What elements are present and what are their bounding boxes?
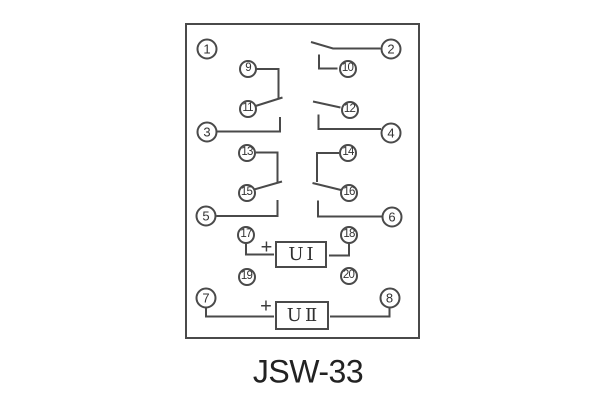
terminal-14: 14 xyxy=(339,144,357,162)
contact-group-9-11-3 xyxy=(217,68,283,133)
polarity-plus-u2: + xyxy=(260,295,272,318)
terminal-1: 1 xyxy=(196,38,218,60)
terminal-15: 15 xyxy=(237,183,256,202)
winding-label-u2: UⅡ xyxy=(286,305,321,326)
terminal-6: 6 xyxy=(381,206,403,227)
terminal-3: 3 xyxy=(196,121,218,142)
winding-box-u2: UⅡ xyxy=(275,301,329,330)
terminal-5: 5 xyxy=(195,205,217,227)
contact-group-13-15-5 xyxy=(216,151,283,217)
winding-box-u1: UⅠ xyxy=(275,241,327,268)
terminal-16: 16 xyxy=(340,184,358,202)
winding-u2-wires xyxy=(205,307,391,318)
contact-group-2-10 xyxy=(310,41,381,70)
terminal-2: 2 xyxy=(380,38,402,60)
contact-group-14-16-6 xyxy=(312,152,382,218)
terminal-19: 19 xyxy=(237,267,256,286)
panel-outline xyxy=(185,23,420,339)
terminal-11: 11 xyxy=(238,99,257,118)
terminal-7: 7 xyxy=(195,287,217,308)
terminal-9: 9 xyxy=(239,60,257,78)
terminal-4: 4 xyxy=(380,122,402,143)
terminal-13: 13 xyxy=(238,143,256,162)
polarity-plus-u1: + xyxy=(260,236,273,259)
winding-u1-wires xyxy=(245,243,350,257)
diagram-title: JSW-33 xyxy=(252,353,364,390)
terminal-10: 10 xyxy=(338,59,357,78)
winding-label-u1: UⅠ xyxy=(288,244,317,265)
terminal-20: 20 xyxy=(339,266,358,285)
terminal-18: 18 xyxy=(340,225,358,244)
terminal-17: 17 xyxy=(237,225,255,244)
terminal-8: 8 xyxy=(379,287,400,308)
terminal-12: 12 xyxy=(340,101,359,119)
contact-group-12-4 xyxy=(312,100,381,130)
